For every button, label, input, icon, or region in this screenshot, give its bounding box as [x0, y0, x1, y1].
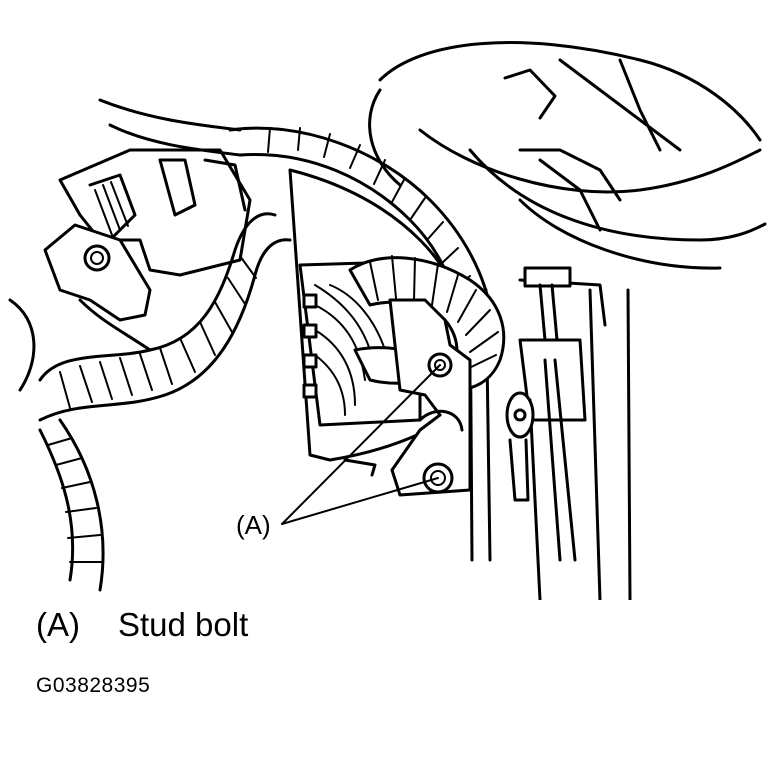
clip-icon — [343, 458, 377, 477]
figure-id: G03828395 — [36, 674, 151, 697]
callout-label-a: (A) — [236, 510, 271, 540]
mounting-bracket — [388, 298, 472, 497]
legend: (A) Stud bolt — [36, 608, 248, 641]
bracket-icon — [43, 223, 152, 322]
legend-key: (A) — [36, 606, 80, 643]
legend-description: Stud bolt — [118, 606, 249, 643]
wiring-harness-illustration — [8, 41, 767, 600]
callout-leader-lines — [281, 364, 441, 525]
wiring-harness — [8, 212, 292, 592]
linkage-rods — [505, 266, 607, 600]
